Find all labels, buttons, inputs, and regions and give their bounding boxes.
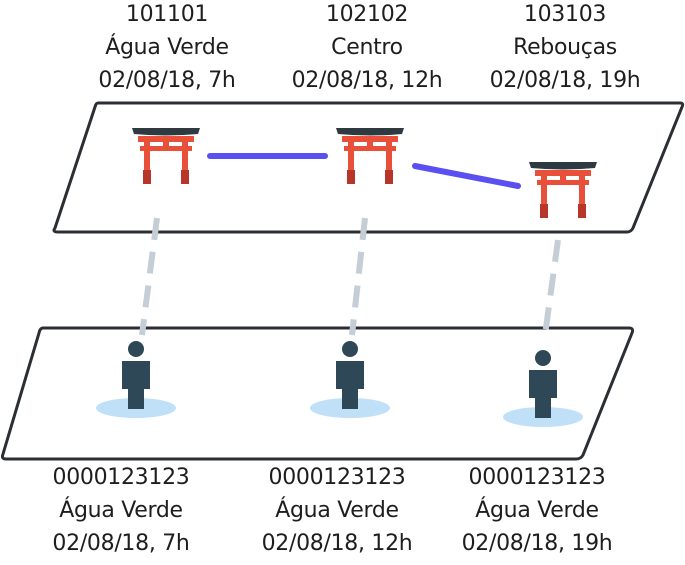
torii-gate-icon	[132, 128, 200, 184]
bottom-label-3: 0000123123 Água Verde 02/08/18, 19h	[437, 461, 637, 560]
torii-gate-icon	[529, 162, 597, 218]
person-place: Água Verde	[275, 498, 399, 523]
person-id: 0000123123	[52, 465, 190, 490]
bottom-label-1: 0000123123 Água Verde 02/08/18, 7h	[21, 461, 221, 560]
place-name: Rebouças	[513, 35, 617, 60]
place-code: 102102	[325, 2, 409, 27]
person-place: Água Verde	[59, 498, 183, 523]
connector-dash-1	[139, 217, 160, 336]
connector-dash-2	[349, 217, 368, 336]
place-name: Centro	[331, 35, 403, 60]
place-code: 101101	[125, 2, 209, 27]
top-label-2: 102102 Centro 02/08/18, 12h	[267, 0, 467, 97]
place-code: 103103	[523, 2, 607, 27]
person-place: Água Verde	[475, 498, 599, 523]
link-line-2	[412, 163, 521, 189]
person-time: 02/08/18, 7h	[52, 531, 190, 556]
torii-gate-icon	[336, 128, 404, 184]
person-id: 0000123123	[268, 465, 406, 490]
connector-dash-3	[542, 239, 561, 336]
person-id: 0000123123	[468, 465, 606, 490]
place-name: Água Verde	[105, 35, 229, 60]
place-time: 02/08/18, 7h	[98, 68, 236, 93]
top-label-1: 101101 Água Verde 02/08/18, 7h	[67, 0, 267, 97]
top-label-3: 103103 Rebouças 02/08/18, 19h	[465, 0, 665, 97]
top-plane	[52, 101, 685, 234]
person-icon	[503, 350, 583, 427]
person-time: 02/08/18, 19h	[461, 531, 613, 556]
place-time: 02/08/18, 19h	[489, 68, 641, 93]
bottom-plane	[0, 326, 635, 461]
person-time: 02/08/18, 12h	[261, 531, 413, 556]
place-time: 02/08/18, 12h	[291, 68, 443, 93]
person-icon	[96, 341, 176, 418]
person-icon	[310, 341, 390, 418]
bottom-label-2: 0000123123 Água Verde 02/08/18, 12h	[237, 461, 437, 560]
